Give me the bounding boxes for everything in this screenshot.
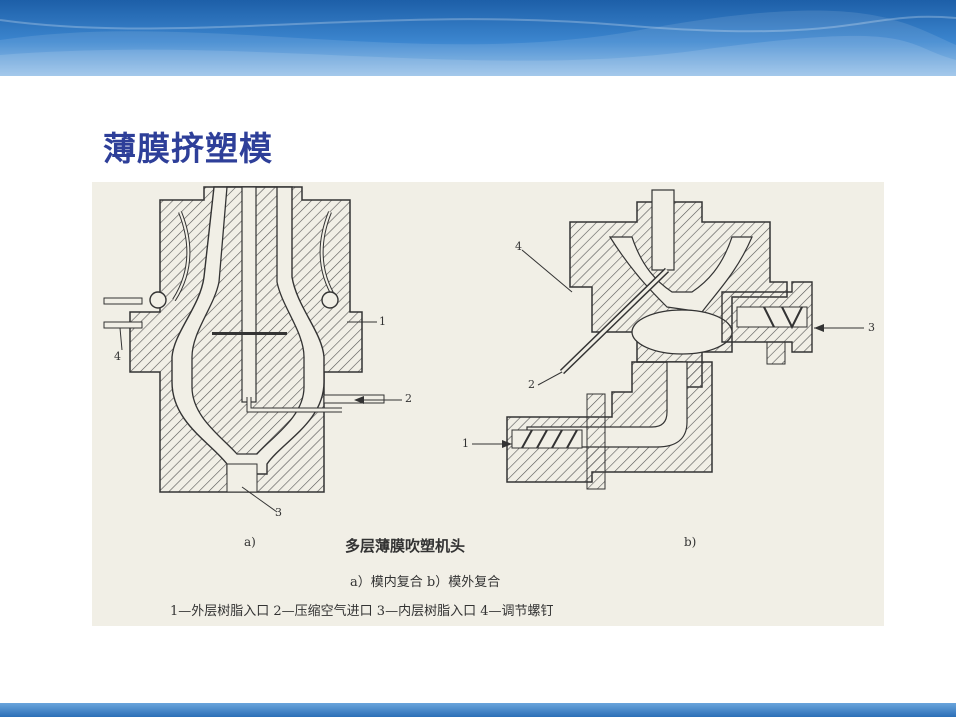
callout-a-1: 1: [379, 315, 386, 328]
panel-b-label: b): [684, 535, 697, 549]
panel-a-drawing: [103, 186, 402, 513]
callout-b-4: 4: [515, 240, 522, 253]
footer-bar: [0, 703, 956, 717]
die-drawing-figure: 1 2 3 4 1 2 3 4 a) b) 多层薄膜吹塑机头 a）模内复合 b）…: [92, 182, 884, 626]
callout-a-4: 4: [114, 350, 121, 363]
callout-b-3: 3: [868, 321, 875, 334]
header-banner: [0, 0, 956, 76]
callout-a-2: 2: [405, 392, 412, 405]
figure-legend: 1—外层树脂入口 2—压缩空气进口 3—内层树脂入口 4—调节螺钉: [170, 604, 554, 619]
panel-a-label: a): [244, 535, 256, 549]
die-drawing: [103, 186, 864, 513]
callout-b-2: 2: [528, 378, 535, 391]
banner-wave-decoration: [0, 10, 956, 76]
panel-b-drawing: [472, 189, 864, 490]
callout-a-3: 3: [275, 506, 282, 519]
figure-caption: 多层薄膜吹塑机头: [345, 537, 466, 555]
slide-title: 薄膜挤塑模: [103, 129, 273, 168]
callout-b-1: 1: [462, 437, 469, 450]
figure-subcaption: a）模内复合 b）模外复合: [350, 575, 501, 590]
